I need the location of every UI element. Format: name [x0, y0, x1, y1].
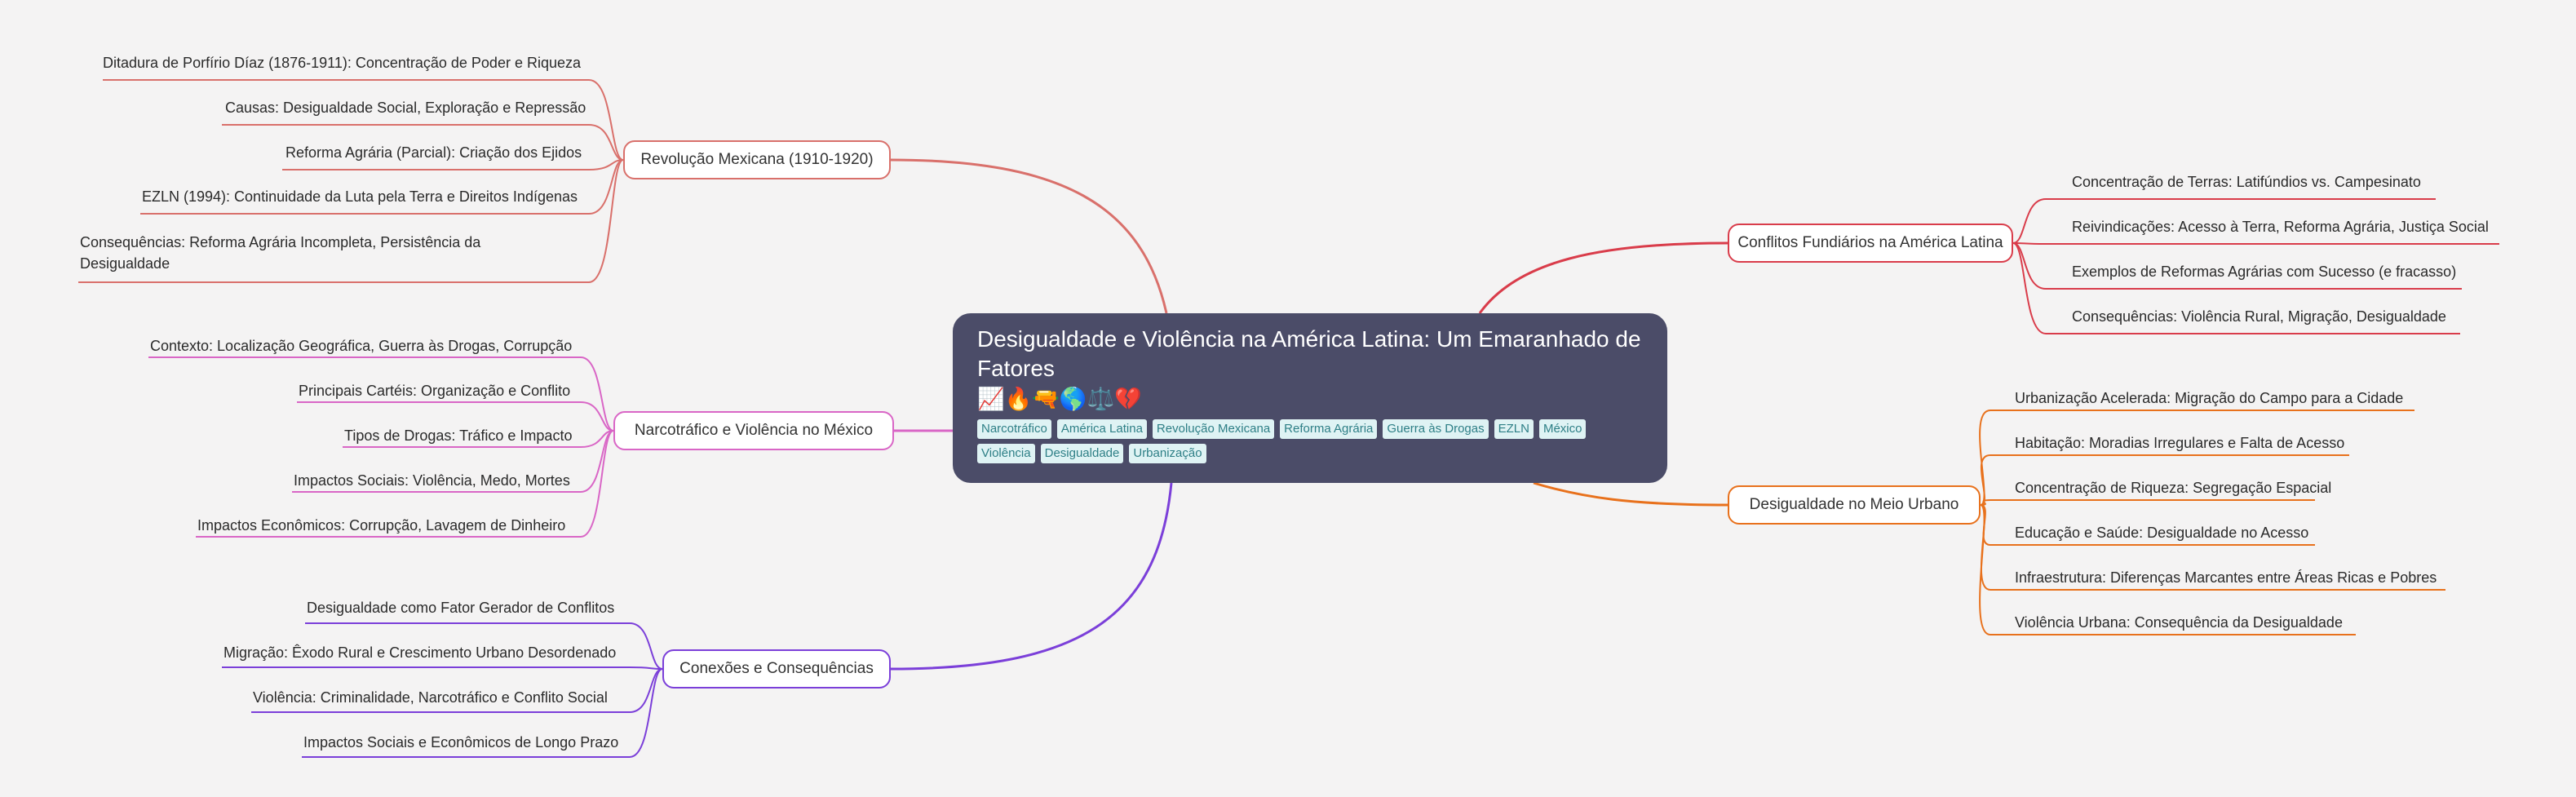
- leaf-conflitos-3[interactable]: Exemplos de Reformas Agrárias com Sucess…: [2072, 263, 2457, 280]
- leaf-urbano-3[interactable]: Concentração de Riqueza: Segregação Espa…: [2015, 480, 2332, 496]
- leaf-narcotrafico-5[interactable]: Impactos Econômicos: Corrupção, Lavagem …: [197, 517, 566, 534]
- branch-label: Narcotráfico e Violência no México: [634, 422, 874, 439]
- leaf-conflitos-4[interactable]: Consequências: Violência Rural, Migração…: [2072, 308, 2446, 325]
- tag-ezln[interactable]: EZLN: [1494, 419, 1534, 439]
- conexoes-leaf-links: [222, 622, 663, 758]
- tag-narcotrafico[interactable]: Narcotráfico: [977, 419, 1051, 439]
- branch-narcotrafico[interactable]: Narcotráfico e Violência no México: [613, 411, 894, 450]
- leaf-revolucao-3[interactable]: Reforma Agrária (Parcial): Criação dos E…: [285, 144, 582, 161]
- leaf-urbano-4[interactable]: Educação e Saúde: Desigualdade no Acesso: [2015, 525, 2309, 541]
- link-central-urbano: [1533, 481, 1728, 507]
- leaf-narcotrafico-2[interactable]: Principais Cartéis: Organização e Confli…: [299, 383, 571, 399]
- branch-desigualdade-urbana[interactable]: Desigualdade no Meio Urbano: [1728, 485, 1981, 525]
- branch-conexoes[interactable]: Conexões e Consequências: [662, 649, 891, 689]
- leaf-conexoes-2[interactable]: Migração: Êxodo Rural e Crescimento Urba…: [224, 644, 617, 661]
- leaf-conexoes-1[interactable]: Desigualdade como Fator Gerador de Confl…: [307, 600, 615, 616]
- branch-label: Revolução Mexicana (1910-1920): [640, 151, 874, 168]
- revolucao-leaf-links: [78, 79, 624, 283]
- branch-label: Conflitos Fundiários na América Latina: [1737, 234, 2003, 251]
- branch-label: Conexões e Consequências: [679, 660, 874, 677]
- leaf-urbano-1[interactable]: Urbanização Acelerada: Migração do Campo…: [2015, 390, 2404, 406]
- branch-revolucao-mexicana[interactable]: Revolução Mexicana (1910-1920): [623, 140, 891, 179]
- leaf-conflitos-2[interactable]: Reivindicações: Acesso à Terra, Reforma …: [2072, 219, 2489, 235]
- leaf-revolucao-4[interactable]: EZLN (1994): Continuidade da Luta pela T…: [142, 188, 578, 205]
- leaf-revolucao-5[interactable]: Consequências: Reforma Agrária Incomplet…: [80, 234, 481, 272]
- central-title: Desigualdade e Violência na América Lati…: [977, 326, 1641, 381]
- tag-reforma-agraria[interactable]: Reforma Agrária: [1280, 419, 1378, 439]
- link-central-conflitos: [1478, 241, 1728, 314]
- conflitos-leaf-links: [2012, 198, 2499, 334]
- tag-revolucao-mexicana[interactable]: Revolução Mexicana: [1152, 419, 1275, 439]
- leaf-urbano-5[interactable]: Infraestrutura: Diferenças Marcantes ent…: [2015, 569, 2437, 586]
- tag-mexico[interactable]: México: [1538, 419, 1587, 439]
- leaf-conflitos-1[interactable]: Concentração de Terras: Latifúndios vs. …: [2072, 174, 2421, 190]
- central-topic[interactable]: Desigualdade e Violência na América Lati…: [953, 313, 1667, 483]
- tag-urbanizacao[interactable]: Urbanização: [1129, 444, 1206, 463]
- urbano-leaf-links: [1979, 410, 2445, 635]
- leaf-conexoes-3[interactable]: Violência: Criminalidade, Narcotráfico e…: [253, 689, 608, 706]
- central-emoji-row: 📈🔥🔫🌎⚖️💔: [977, 387, 1142, 412]
- central-tags: Narcotráfico América Latina Revolução Me…: [977, 419, 1630, 463]
- link-central-revolucao: [890, 158, 1168, 314]
- narcotrafico-leaf-links: [148, 356, 614, 538]
- leaf-narcotrafico-1[interactable]: Contexto: Localização Geográfica, Guerra…: [150, 338, 573, 354]
- leaf-revolucao-2[interactable]: Causas: Desigualdade Social, Exploração …: [225, 100, 586, 116]
- leaf-revolucao-1[interactable]: Ditadura de Porfírio Díaz (1876-1911): C…: [103, 55, 582, 71]
- tag-violencia[interactable]: Violência: [977, 444, 1035, 463]
- leaf-conexoes-4[interactable]: Impactos Sociais e Econômicos de Longo P…: [303, 734, 619, 751]
- branch-conflitos-fundiarios[interactable]: Conflitos Fundiários na América Latina: [1728, 224, 2013, 263]
- leaf-urbano-2[interactable]: Habitação: Moradias Irregulares e Falta …: [2015, 435, 2345, 451]
- tag-america-latina[interactable]: América Latina: [1056, 419, 1147, 439]
- leaf-urbano-6[interactable]: Violência Urbana: Consequência da Desigu…: [2015, 614, 2343, 631]
- tag-desigualdade[interactable]: Desigualdade: [1040, 444, 1124, 463]
- link-central-conexoes: [890, 482, 1173, 671]
- tag-guerra-as-drogas[interactable]: Guerra às Drogas: [1383, 419, 1489, 439]
- leaf-narcotrafico-3[interactable]: Tipos de Drogas: Tráfico e Impacto: [344, 427, 573, 444]
- leaf-narcotrafico-4[interactable]: Impactos Sociais: Violência, Medo, Morte…: [294, 472, 570, 489]
- branch-label: Desigualdade no Meio Urbano: [1749, 496, 1959, 513]
